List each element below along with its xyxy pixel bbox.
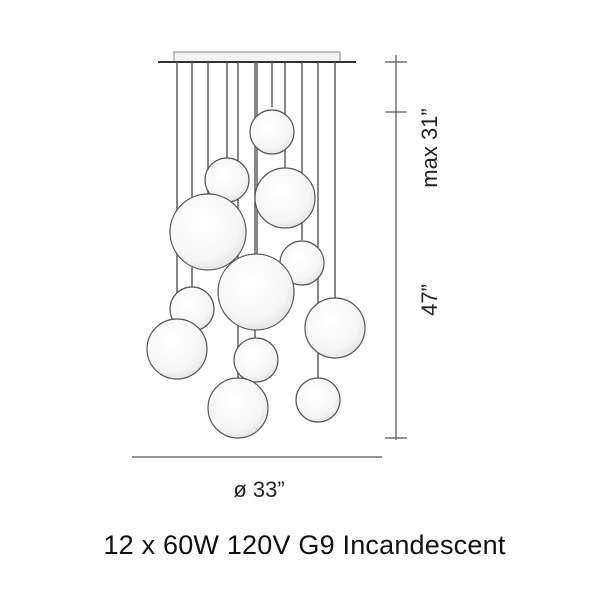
globe bbox=[217, 253, 295, 331]
globe bbox=[295, 377, 341, 423]
specification-caption: 12 x 60W 120V G9 Incandescent bbox=[103, 530, 506, 560]
drop-length-label: 47” bbox=[417, 284, 442, 316]
globe bbox=[207, 377, 269, 439]
globe bbox=[146, 318, 208, 380]
globe bbox=[233, 337, 279, 383]
canopy bbox=[158, 51, 356, 63]
height-dimension bbox=[385, 55, 407, 440]
pendant-lamps bbox=[146, 62, 366, 439]
globe bbox=[169, 193, 247, 271]
globe bbox=[254, 167, 316, 229]
max-height-label: max 31” bbox=[417, 108, 442, 187]
globe bbox=[304, 297, 366, 359]
diameter-label: ø 33” bbox=[233, 477, 284, 502]
globe bbox=[249, 109, 295, 155]
